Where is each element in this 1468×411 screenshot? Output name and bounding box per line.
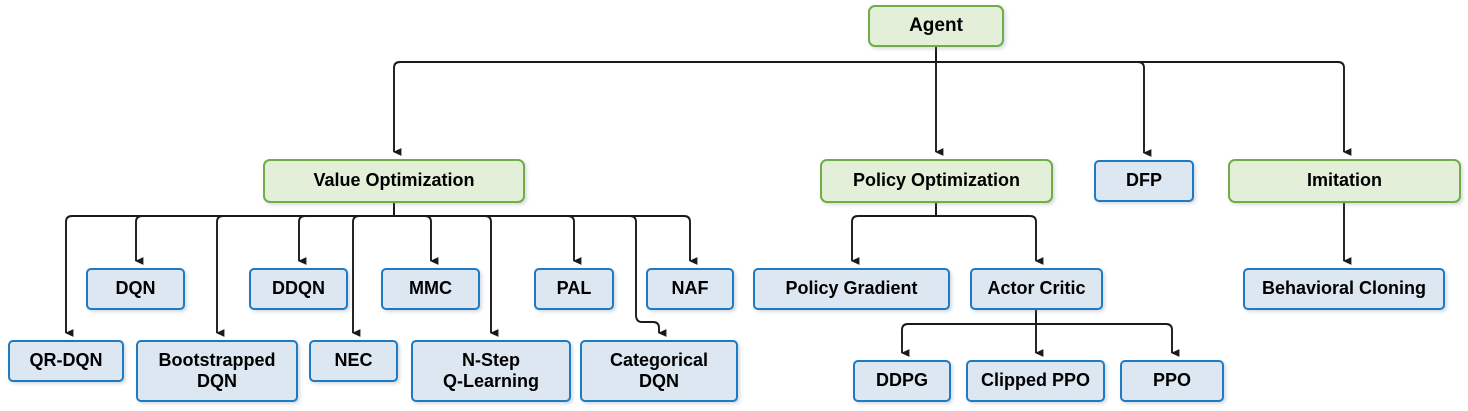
node-value_optimization[interactable]: Value Optimization [263,159,525,203]
node-agent[interactable]: Agent [868,5,1004,47]
node-n_step_q_learning[interactable]: N-Step Q-Learning [411,340,571,402]
edge-value_optimization-to-categorical_dqn [393,203,667,337]
node-policy_optimization[interactable]: Policy Optimization [820,159,1053,203]
edge-agent-to-value_optimization [393,47,937,156]
edge-policy_optimization-to-policy_gradient [851,203,937,265]
node-dqn[interactable]: DQN [86,268,185,310]
edge-value_optimization-to-dqn [135,203,395,265]
edge-policy_optimization-to-actor_critic [935,203,1044,265]
node-ddqn[interactable]: DDQN [249,268,348,310]
node-categorical_dqn[interactable]: Categorical DQN [580,340,738,402]
node-clipped_ppo[interactable]: Clipped PPO [966,360,1105,402]
node-qr_dqn[interactable]: QR-DQN [8,340,124,382]
edge-actor_critic-to-ppo [1035,310,1180,357]
node-policy_gradient[interactable]: Policy Gradient [753,268,950,310]
node-ppo[interactable]: PPO [1120,360,1224,402]
node-actor_critic[interactable]: Actor Critic [970,268,1103,310]
node-imitation[interactable]: Imitation [1228,159,1461,203]
node-mmc[interactable]: MMC [381,268,480,310]
node-pal[interactable]: PAL [534,268,614,310]
edge-value_optimization-to-naf [393,203,698,265]
edge-actor_critic-to-ddpg [901,310,1037,357]
node-ddpg[interactable]: DDPG [853,360,951,402]
node-behavioral_cloning[interactable]: Behavioral Cloning [1243,268,1445,310]
node-nec[interactable]: NEC [309,340,398,382]
edge-value_optimization-to-ddqn [298,203,395,265]
edge-agent-to-imitation [935,47,1352,156]
edge-value_optimization-to-pal [393,203,582,265]
edge-group [65,47,1352,357]
node-dfp[interactable]: DFP [1094,160,1194,202]
node-naf[interactable]: NAF [646,268,734,310]
node-bootstrapped_dqn[interactable]: Bootstrapped DQN [136,340,298,402]
edge-value_optimization-to-mmc [393,203,439,265]
